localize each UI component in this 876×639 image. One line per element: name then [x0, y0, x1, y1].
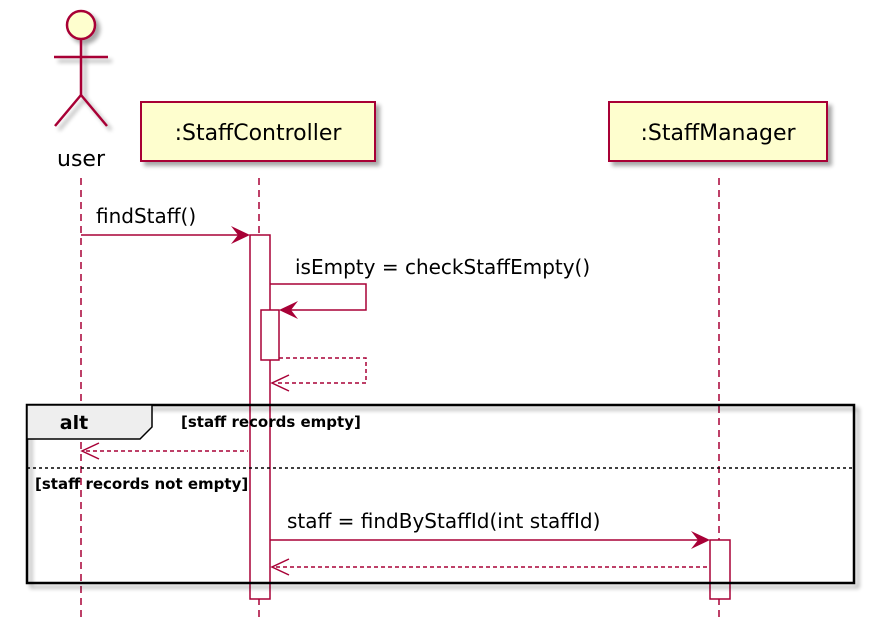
- user-label: user: [57, 147, 106, 172]
- user-actor-icon: [54, 9, 108, 127]
- staffcontroller-nested-activation: [260, 309, 280, 361]
- alt-guard-empty: [staff records empty]: [181, 413, 361, 431]
- find-staff-label: findStaff(): [96, 204, 196, 228]
- alt-guard-not-empty: [staff records not empty]: [35, 475, 248, 493]
- check-staff-empty-message: isEmpty = checkStaffEmpty(): [270, 255, 590, 319]
- find-by-staff-id-label: staff = findByStaffId(int staffId): [287, 509, 600, 533]
- alt-fragment: [25, 403, 856, 585]
- check-staff-empty-label: isEmpty = checkStaffEmpty(): [295, 255, 590, 279]
- staffmanager-label: :StaffManager: [640, 121, 796, 146]
- return-to-user-message: [80, 442, 248, 460]
- staffcontroller-participant: :StaffController: [140, 101, 376, 162]
- alt-tab: [26, 404, 153, 440]
- staffmanager-activation: [709, 539, 731, 600]
- staffcontroller-label: :StaffController: [175, 121, 343, 146]
- alt-keyword: alt: [60, 412, 88, 434]
- find-staff-message: findStaff(): [81, 204, 250, 244]
- find-by-staff-id-message: staff = findByStaffId(int staffId): [270, 509, 710, 549]
- check-staff-empty-return: [270, 357, 367, 392]
- find-by-staff-id-return: [270, 558, 708, 576]
- staffmanager-participant: :StaffManager: [608, 101, 828, 162]
